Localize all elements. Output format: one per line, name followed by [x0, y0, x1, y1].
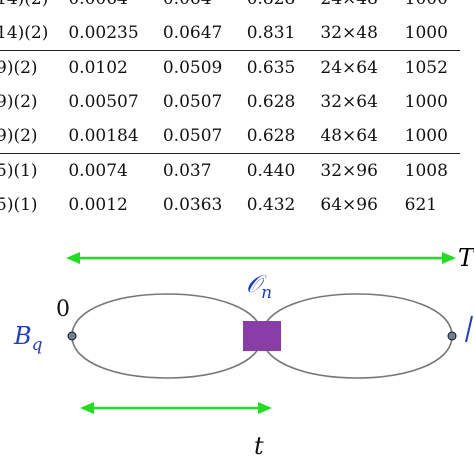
table-cell: 0.0064 [58, 0, 152, 16]
table-cell: 1052 [394, 50, 460, 85]
table-cell: 14)(2) [0, 0, 58, 16]
bottom-double-arrow [80, 402, 272, 414]
table-row: 9)(2) 0.00507 0.0507 0.628 32×64 1000 [0, 85, 460, 119]
operator-box [243, 321, 281, 351]
table-cell: 0.831 [246, 23, 296, 43]
table-row: 9)(2) 0.0102 0.0509 0.635 24×64 1052 [0, 50, 460, 85]
table-cell: 9)(2) [0, 126, 38, 146]
table-cell: 0.0363 [152, 188, 237, 220]
label-Bq: Bq [13, 322, 43, 355]
table-cell: 0.00235 [68, 23, 139, 43]
table-cell: 0.432 [236, 188, 311, 220]
table-cell: 5)(1) [0, 153, 59, 188]
top-double-arrow [66, 252, 456, 264]
table-cell: 32×64 [320, 92, 378, 112]
results-table: 14)(2) 0.0064 0.064 0.828 24×48 1000 14)… [0, 0, 460, 220]
top-arrow-left-head [66, 252, 80, 264]
table-cell: 1000 [404, 126, 448, 146]
endpoint-right-dot [447, 331, 457, 341]
table-cell: 1008 [394, 153, 460, 188]
label-On: 𝒪n [246, 270, 272, 303]
label-T: T [458, 244, 474, 272]
label-Bq-main: B [13, 322, 32, 350]
table-row: 14)(2) 0.00235 0.0647 0.831 32×48 1000 [0, 16, 460, 51]
correlator-diagram: T 0 Bq 𝒪n t [13, 244, 474, 460]
endpoint-left-dot [67, 331, 77, 341]
table-row: 5)(1) 0.0074 0.037 0.440 32×96 1008 [0, 153, 460, 188]
bottom-arrow-left-head [80, 402, 94, 414]
table-cell: 0.00507 [68, 92, 139, 112]
table-cell: 1000 [404, 23, 448, 43]
table-cell: 0.064 [153, 0, 237, 16]
label-t: t [254, 432, 264, 460]
table-row: 9)(2) 0.00184 0.0507 0.628 48×64 1000 [0, 119, 460, 154]
table-cell: 5)(1) [0, 188, 59, 220]
table-cell: 0.0102 [58, 50, 153, 85]
table-cell: 48×64 [320, 126, 378, 146]
table-cell: 0.628 [246, 92, 296, 112]
table-cell: 0.828 [237, 0, 311, 16]
results-table-region: 14)(2) 0.0064 0.064 0.828 24×48 1000 14)… [0, 0, 474, 220]
table-cell: 0.00184 [68, 126, 139, 146]
label-zero: 0 [56, 297, 70, 322]
label-Bq-sub: q [32, 335, 43, 355]
table-cell: 0.0509 [152, 50, 237, 85]
top-arrow-right-head [442, 252, 456, 264]
table-cell: 1000 [395, 0, 460, 16]
table-cell: 32×48 [320, 23, 378, 43]
label-On-sub: n [261, 283, 272, 303]
bottom-arrow-right-head [258, 402, 272, 414]
table-cell: 24×48 [310, 0, 394, 16]
table-row: 5)(1) 0.0012 0.0363 0.432 64×96 621 [0, 188, 460, 220]
table-cell: 0.0507 [162, 92, 223, 112]
table-cell: 0.037 [152, 153, 237, 188]
table-cell: 24×64 [310, 50, 395, 85]
table-row: 14)(2) 0.0064 0.064 0.828 24×48 1000 [0, 0, 460, 16]
table-cell: 1000 [404, 92, 448, 112]
table-cell: 0.0507 [162, 126, 223, 146]
table-cell: 14)(2) [0, 23, 49, 43]
table-cell: 0.0647 [162, 23, 223, 43]
right-edge-blue-mark [465, 315, 473, 343]
table-cell: 0.635 [236, 50, 311, 85]
table-cell: 0.628 [246, 126, 296, 146]
table-cell: 621 [394, 188, 460, 220]
table-cell: 0.0074 [58, 153, 153, 188]
table-cell: 0.0012 [58, 188, 153, 220]
table-cell: 32×96 [310, 153, 395, 188]
table-cell: 9)(2) [0, 92, 38, 112]
table-cell: 9)(2) [0, 50, 59, 85]
table-cell: 0.440 [236, 153, 311, 188]
table-cell: 64×96 [310, 188, 395, 220]
